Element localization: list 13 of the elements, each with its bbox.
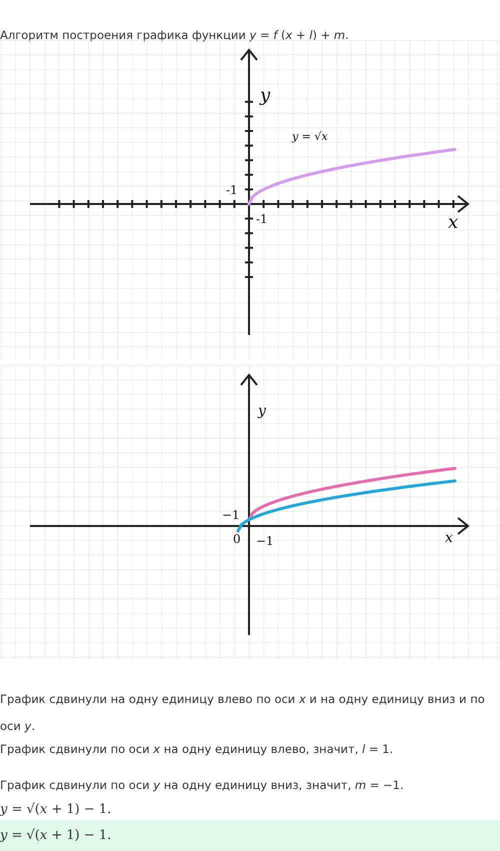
tick-label: 0 (233, 532, 241, 546)
tick-label: −1 (256, 534, 274, 548)
axis-label: x (448, 212, 458, 233)
paragraph: График сдвинули на одну единицу влево по оси x и на одну единицу вниз и по оси y. (0, 691, 486, 735)
paragraph: График сдвинули по оси x на одну единицу влево, значит, l = 1. (0, 741, 394, 758)
tick-label: -1 (226, 183, 238, 197)
axis-label: y (260, 85, 270, 106)
axis-label: y (258, 403, 266, 419)
axis-label: x (445, 530, 453, 546)
tick-label: −1 (222, 508, 240, 522)
function-label: y = √x (292, 130, 328, 143)
tick-label: -1 (256, 212, 268, 226)
paragraph: График сдвинули по оси y на одну единицу вниз, значит, m = −1. (0, 777, 405, 794)
